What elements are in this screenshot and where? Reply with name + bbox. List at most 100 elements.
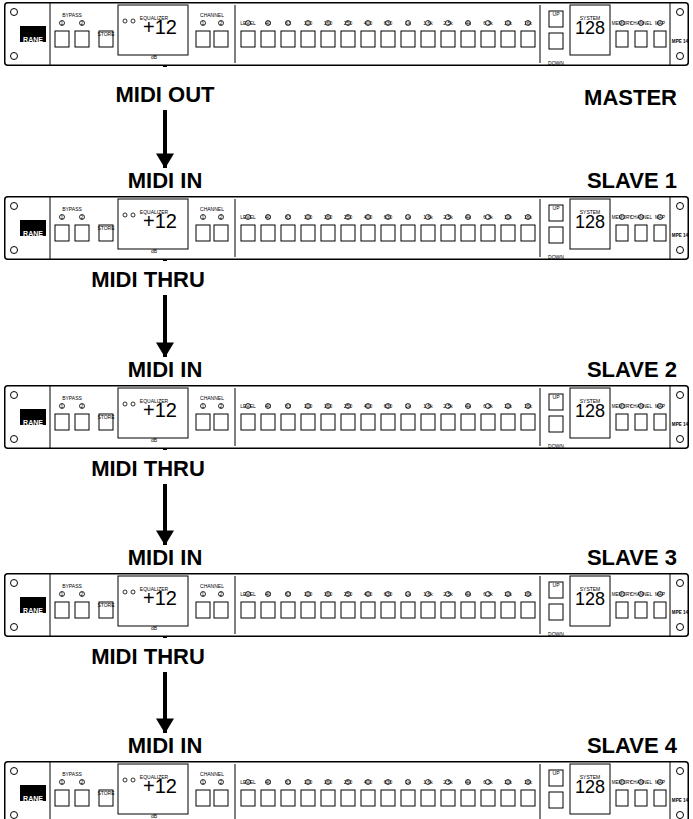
frequency-label-holder: 63 xyxy=(285,206,291,222)
panel-label-holder: BYPASS xyxy=(62,198,82,214)
frequency-label-holder: 16k xyxy=(524,583,532,599)
panel-label-holder: MAP xyxy=(655,206,665,222)
frequency-label: 16k xyxy=(524,780,532,785)
frequency-label-holder: 16k xyxy=(524,771,532,787)
frequency-label: 1k xyxy=(405,21,410,26)
panel-label-holder: BYPASS xyxy=(62,575,82,591)
frequency-label-holder: 40 xyxy=(265,12,271,28)
display-readout-holder: 128 xyxy=(575,590,605,608)
frequency-label: 1.6k xyxy=(423,215,432,220)
model-label-holder: MPE 14 xyxy=(672,789,688,805)
arrow-head xyxy=(156,719,174,734)
frequency-label: 63 xyxy=(285,404,291,409)
model-label: MPE 14 xyxy=(672,799,688,804)
frequency-label: 250 xyxy=(344,21,352,26)
panel-label: 1 xyxy=(202,404,205,409)
unit-heading-holder: MASTER xyxy=(581,86,680,110)
frequency-label-holder: 630 xyxy=(384,12,392,28)
frequency-label: 1k xyxy=(405,592,410,597)
panel-label: DOWN xyxy=(548,61,564,66)
frequency-label-holder: 100 xyxy=(304,583,312,599)
panel-label: UP xyxy=(553,583,560,588)
signal-label-holder: MIDI IN xyxy=(124,545,207,573)
frequency-label: 40 xyxy=(265,21,271,26)
panel-label-holder: LEVEL xyxy=(240,771,256,787)
brand-logo-holder: RANE xyxy=(23,412,43,428)
panel-label-holder: CHANNEL xyxy=(630,583,652,599)
frequency-label: 16k xyxy=(524,21,532,26)
panel-label: 1 xyxy=(61,780,64,785)
panel-label-holder: 2 xyxy=(220,583,223,599)
frequency-label-holder: 1k xyxy=(405,395,410,411)
panel-label-holder: 1 xyxy=(202,583,205,599)
unit-heading-holder: SLAVE 4 xyxy=(584,734,680,758)
display-readout: 128 xyxy=(575,402,605,420)
frequency-label: 160 xyxy=(324,215,332,220)
frequency-label: 63 xyxy=(285,21,291,26)
model-label-holder: MPE 14 xyxy=(672,30,688,46)
frequency-label: 16k xyxy=(524,404,532,409)
panel-label: 1 xyxy=(202,780,205,785)
arrow-head xyxy=(156,343,174,358)
panel-label-holder: 2 xyxy=(81,771,84,787)
frequency-label: 16k xyxy=(524,592,532,597)
panel-label: STORE xyxy=(97,791,114,796)
frequency-label-holder: 63 xyxy=(285,583,291,599)
frequency-label-holder: 2.5k xyxy=(443,583,452,599)
panel-label: 2 xyxy=(220,592,223,597)
display-readout: +12 xyxy=(143,588,177,608)
panel-label: 2 xyxy=(220,21,223,26)
frequency-label-holder: 1k xyxy=(405,771,410,787)
frequency-label-holder: 2.5k xyxy=(443,771,452,787)
panel-label-holder: 2 xyxy=(220,395,223,411)
frequency-label: 6.3k xyxy=(483,780,492,785)
equalizer-unit: SLAVE 1RANEBYPASS12STOREEQUALIZER+12dBCH… xyxy=(4,196,689,260)
panel-label: LEVEL xyxy=(240,215,256,220)
frequency-label: 6.3k xyxy=(483,215,492,220)
frequency-label-holder: 10k xyxy=(504,583,512,599)
frequency-label: 100 xyxy=(304,592,312,597)
display-readout: +12 xyxy=(143,211,177,231)
frequency-label-holder: 16k xyxy=(524,395,532,411)
panel-label-holder: DOWN xyxy=(548,811,564,819)
frequency-label: 400 xyxy=(364,21,372,26)
panel-label: MAP xyxy=(655,593,665,598)
frequency-label: 250 xyxy=(344,780,352,785)
panel-label-holder: UP xyxy=(553,574,560,590)
frequency-label: 63 xyxy=(285,780,291,785)
brand-logo: RANE xyxy=(23,36,43,43)
frequency-label: 400 xyxy=(364,592,372,597)
panel-label-holder: CHANNEL xyxy=(200,387,224,403)
panel-label-holder: MEMORY xyxy=(612,395,633,411)
frequency-label: 100 xyxy=(304,21,312,26)
panel-label: CHANNEL xyxy=(200,13,224,18)
frequency-label-holder: 16k xyxy=(524,12,532,28)
display-readout-holder: +12 xyxy=(143,17,177,37)
signal-label: MIDI THRU xyxy=(87,638,209,672)
panel-label-holder: LEVEL xyxy=(240,12,256,28)
panel-label-holder: CHANNEL xyxy=(200,575,224,591)
frequency-label-holder: 160 xyxy=(324,771,332,787)
frequency-label: 250 xyxy=(344,404,352,409)
panel-label-holder: dB xyxy=(151,46,157,62)
panel-label: UP xyxy=(553,206,560,211)
frequency-label-holder: 6.3k xyxy=(483,583,492,599)
equalizer-unit: SLAVE 3RANEBYPASS12STOREEQUALIZER+12dBCH… xyxy=(4,573,689,637)
panel-label: MEMORY xyxy=(612,22,633,27)
panel-label: 1 xyxy=(202,592,205,597)
panel-label-holder: DOWN xyxy=(548,52,564,68)
panel-label: CHANNEL xyxy=(630,216,652,221)
panel-label: 1 xyxy=(61,215,64,220)
display-readout: 128 xyxy=(575,213,605,231)
signal-label-holder: MIDI IN xyxy=(124,168,207,196)
brand-logo-holder: RANE xyxy=(23,29,43,45)
frequency-label-holder: 1.6k xyxy=(423,12,432,28)
panel-label-holder: dB xyxy=(151,240,157,256)
panel-label: dB xyxy=(151,626,157,631)
frequency-label-holder: 4k xyxy=(465,771,470,787)
panel-label: UP xyxy=(553,12,560,17)
frequency-label-holder: 10k xyxy=(504,206,512,222)
unit-heading-holder: SLAVE 1 xyxy=(584,169,680,193)
frequency-label-holder: 250 xyxy=(344,395,352,411)
frequency-label: 160 xyxy=(324,780,332,785)
